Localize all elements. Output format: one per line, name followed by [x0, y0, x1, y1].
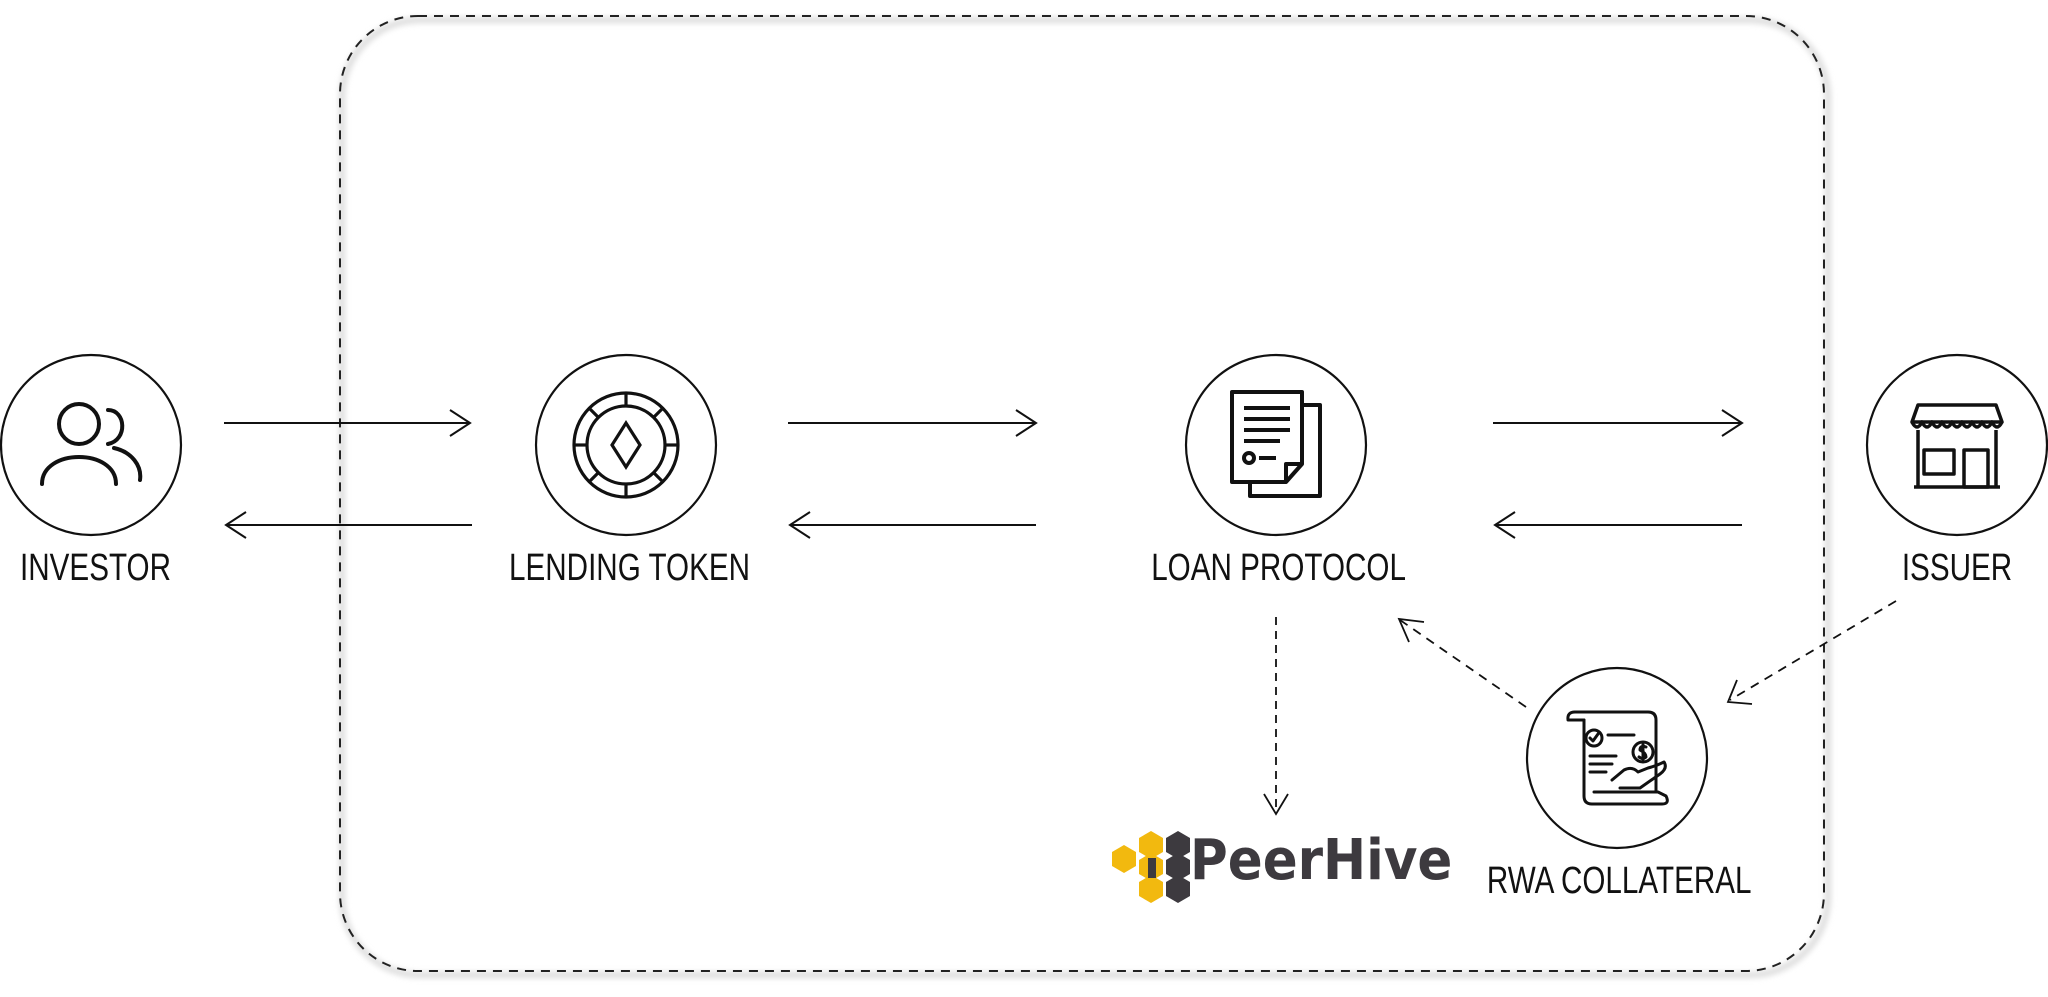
- arrow-protocol-to-issuer: [1493, 409, 1744, 437]
- token-coin-icon: [572, 391, 680, 499]
- arrow-protocol-to-token: [788, 511, 1036, 539]
- flow-arrows: [224, 409, 1744, 539]
- honeycomb-logo-icon: [1112, 831, 1190, 903]
- issuer-label: ISSUER: [1901, 547, 2013, 589]
- rwa-collateral-label: RWA COLLATERAL: [1486, 860, 1752, 902]
- arrow-protocol-to-peerhive: [1263, 617, 1289, 816]
- loan-protocol-label: LOAN PROTOCOL: [1151, 547, 1406, 589]
- dashed-arrows: [1263, 600, 1897, 816]
- arrow-investor-to-token: [224, 409, 472, 437]
- boundary-shadow: [339, 17, 1831, 978]
- arrow-issuer-to-collateral: [1726, 600, 1897, 705]
- arrow-token-to-protocol: [788, 409, 1038, 437]
- arrow-collateral-to-protocol: [1397, 617, 1527, 708]
- arrow-issuer-to-protocol: [1493, 511, 1742, 539]
- lending-token-label: LENDING TOKEN: [509, 547, 751, 589]
- issuer-node[interactable]: [1865, 353, 2048, 537]
- contract-document-icon: [1230, 390, 1322, 498]
- peerhive-logo-text: PeerHive: [1190, 828, 1453, 893]
- lending-token-node[interactable]: [534, 353, 718, 537]
- rwa-collateral-node[interactable]: [1525, 666, 1709, 850]
- arrow-token-to-investor: [224, 511, 472, 539]
- platform-boundary: [339, 15, 1825, 972]
- investor-label: INVESTOR: [20, 547, 171, 589]
- users-icon: [40, 402, 143, 486]
- investor-node[interactable]: [0, 353, 183, 537]
- collateral-scroll-icon: [1566, 710, 1669, 806]
- storefront-icon: [1910, 403, 2004, 489]
